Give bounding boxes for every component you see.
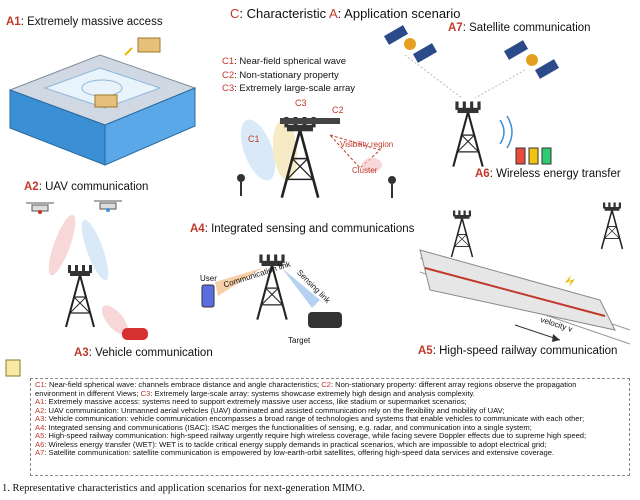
velocity-arrow xyxy=(514,324,561,341)
uav-tower xyxy=(65,264,95,328)
characteristic-c2: C2: Non-stationary property xyxy=(222,69,339,81)
railway-tower-right xyxy=(600,201,624,250)
lightning-icon xyxy=(565,275,575,287)
legend-row: A5: High-speed railway communication: hi… xyxy=(35,432,587,440)
label-c2: C2 xyxy=(332,105,344,115)
legend-box: C1: Near-field spherical wave: channels … xyxy=(30,378,630,476)
legend-row: A1: Extremely massive access: systems ne… xyxy=(35,398,467,406)
scenario-a4-label: A4: Integrated sensing and communication… xyxy=(190,223,415,235)
stadium-illustration xyxy=(8,37,197,166)
target-car xyxy=(308,312,342,328)
vehicle-car xyxy=(122,328,148,340)
label-c1: C1 xyxy=(248,134,260,144)
scenario-a3-label: A3: Vehicle communication xyxy=(74,347,213,359)
person-left xyxy=(237,174,245,182)
label-cluster: Cluster xyxy=(352,166,378,175)
scenario-a2-label: A2: UAV communication xyxy=(24,181,149,193)
train xyxy=(419,249,616,331)
person-right xyxy=(388,176,396,184)
satellite-ground-tower xyxy=(452,100,484,168)
satellite-right xyxy=(503,40,560,79)
user-phone-icon xyxy=(201,284,215,308)
center-title: C: Characteristic A: Application scenari… xyxy=(230,6,461,21)
legend-row: A6: Wireless energy transfer (WET): WET … xyxy=(35,440,547,449)
battery-icon-low xyxy=(515,147,526,165)
uav-right xyxy=(94,200,122,212)
label-user: User xyxy=(200,274,217,283)
legend-row: A3: Vehicle communication: vehicle commu… xyxy=(35,415,585,423)
satellite-left xyxy=(383,25,438,63)
scenario-a1-label: A1: Extremely massive access xyxy=(6,16,163,28)
label-target: Target xyxy=(288,336,311,345)
figure-caption: 1. Representative characteristics and ap… xyxy=(2,483,365,494)
xl-array-tower xyxy=(240,115,382,199)
railway-tower-left xyxy=(450,209,474,258)
legend-row: A7: Satellite communication: satellite c… xyxy=(35,449,555,457)
scenario-a5-label: A5: High-speed railway communication xyxy=(418,345,618,357)
characteristic-c3: C3: Extremely large-scale array xyxy=(222,83,356,94)
label-visibility-region: Visibility region xyxy=(340,140,394,149)
scenario-a7-label: A7: Satellite communication xyxy=(448,22,591,34)
battery-icon-full xyxy=(541,147,552,165)
legend-row: environment in different Views; C3: Extr… xyxy=(35,389,475,398)
characteristic-c1: C1: Near-field spherical wave xyxy=(222,56,347,67)
scenario-a6-label: A6: Wireless energy transfer xyxy=(475,168,621,180)
label-c3: C3 xyxy=(295,98,307,108)
characteristic-list: C1: Near-field spherical wave C2: Non-st… xyxy=(222,55,355,96)
uav-left xyxy=(26,202,54,214)
battery-icon-mid xyxy=(528,147,539,165)
note-icon xyxy=(5,359,21,377)
legend-row: A2: UAV communication: Unmanned aerial v… xyxy=(35,406,505,415)
legend-row: A4: Integrated sensing and communication… xyxy=(35,423,532,432)
legend-row: C1: Near-field spherical wave: channels … xyxy=(35,381,577,389)
